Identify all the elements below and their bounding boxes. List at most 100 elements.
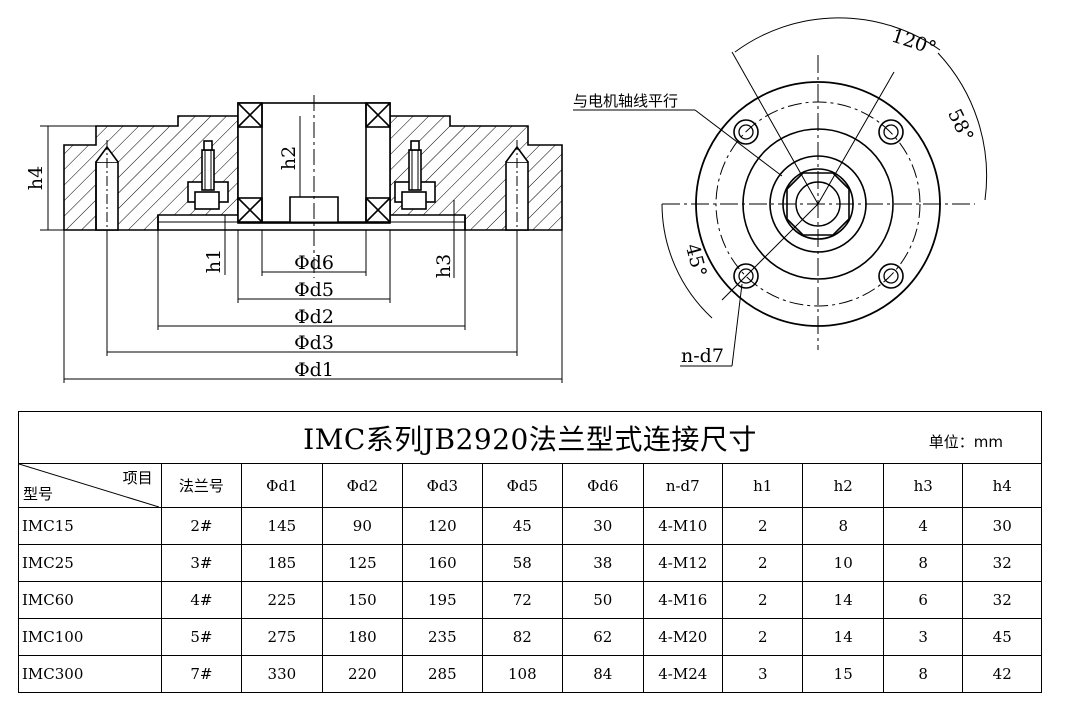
hole-callout: n-d7 xyxy=(681,345,724,367)
table-cell: 235 xyxy=(402,618,483,656)
corner-header: 项目 型号 xyxy=(18,463,162,508)
table-cell: 145 xyxy=(241,507,323,545)
table-title: IMC系列JB2920法兰型式连接尺寸 xyxy=(303,422,757,456)
label-d1: Φd1 xyxy=(294,359,334,381)
table-row: IMC100 5# 275 180 235 82 62 4-M20 2 14 3… xyxy=(18,618,1042,656)
front-view xyxy=(573,17,988,367)
table-cell: 32 xyxy=(962,581,1042,619)
table-cell: 4 xyxy=(882,507,964,545)
table-cell: 285 xyxy=(402,655,483,693)
table-cell: 30 xyxy=(962,507,1042,545)
header-d3: Φd3 xyxy=(402,463,483,508)
header-d6: Φd6 xyxy=(562,463,644,508)
table-cell: 45 xyxy=(962,618,1042,656)
table-cell: 2# xyxy=(160,507,243,545)
section-view xyxy=(63,95,563,278)
table-title-cell: IMC系列JB2920法兰型式连接尺寸 单位：mm xyxy=(18,411,1042,464)
table-cell: 3 xyxy=(882,618,964,656)
table-cell: 8 xyxy=(802,507,884,545)
label-h3: h3 xyxy=(433,254,455,278)
label-angle-58: 58° xyxy=(943,105,978,145)
table-cell: 330 xyxy=(241,655,323,693)
table-cell: 14 xyxy=(802,618,884,656)
table-cell: 3 xyxy=(721,655,804,693)
table-cell: 8 xyxy=(882,655,964,693)
table-cell: 4-M12 xyxy=(642,544,724,582)
label-d3: Φd3 xyxy=(294,332,334,354)
flange-spec-table: IMC系列JB2920法兰型式连接尺寸 单位：mm 项目 型号 法兰号 Φd1 … xyxy=(18,411,1042,693)
model-cell: IMC60 xyxy=(18,581,162,619)
header-h2: h2 xyxy=(802,463,884,508)
flange-drawing: h4 h2 h1 h3 Φd6 Φd5 Φd2 Φd3 Φd1 xyxy=(25,17,988,383)
table-cell: 82 xyxy=(481,618,564,656)
table-cell: 180 xyxy=(321,618,404,656)
table-cell: 4-M24 xyxy=(642,655,724,693)
table-cell: 125 xyxy=(321,544,404,582)
table-row: IMC15 2# 145 90 120 45 30 4-M10 2 8 4 30 xyxy=(18,507,1042,545)
header-flange-no: 法兰号 xyxy=(160,463,243,508)
table-cell: 15 xyxy=(802,655,884,693)
table-cell: 32 xyxy=(962,544,1042,582)
table-cell: 185 xyxy=(241,544,323,582)
table-row: IMC300 7# 330 220 285 108 84 4-M24 3 15 … xyxy=(18,655,1042,693)
table-cell: 4-M16 xyxy=(642,581,724,619)
table-cell: 50 xyxy=(562,581,644,619)
table-cell: 150 xyxy=(321,581,404,619)
table-cell: 3# xyxy=(160,544,243,582)
table-cell: 30 xyxy=(562,507,644,545)
label-h4: h4 xyxy=(25,166,47,190)
table-cell: 8 xyxy=(882,544,964,582)
section-dimensions xyxy=(40,116,563,383)
table-cell: 4-M20 xyxy=(642,618,724,656)
table-row: IMC60 4# 225 150 195 72 50 4-M16 2 14 6 … xyxy=(18,581,1042,619)
table-cell: 275 xyxy=(241,618,323,656)
label-d2: Φd2 xyxy=(294,306,334,328)
table-cell: 225 xyxy=(241,581,323,619)
model-cell: IMC300 xyxy=(18,655,162,693)
table-cell: 2 xyxy=(721,507,804,545)
table-cell: 4# xyxy=(160,581,243,619)
parallel-note: 与电机轴线平行 xyxy=(573,92,678,110)
table-cell: 90 xyxy=(321,507,404,545)
table-cell: 62 xyxy=(562,618,644,656)
header-h4: h4 xyxy=(962,463,1042,508)
header-h1: h1 xyxy=(721,463,804,508)
header-nd7: n-d7 xyxy=(642,463,724,508)
table-cell: 2 xyxy=(721,581,804,619)
corner-bottom-label: 型号 xyxy=(23,485,54,503)
table-cell: 5# xyxy=(160,618,243,656)
table-cell: 38 xyxy=(562,544,644,582)
header-d2: Φd2 xyxy=(321,463,404,508)
table-cell: 2 xyxy=(721,544,804,582)
label-angle-45: 45° xyxy=(681,241,711,279)
corner-top-label: 项目 xyxy=(122,469,153,487)
label-angle-120: 120° xyxy=(889,25,939,60)
model-cell: IMC25 xyxy=(18,544,162,582)
model-cell: IMC15 xyxy=(18,507,162,545)
table-row: IMC25 3# 185 125 160 58 38 4-M12 2 10 8 … xyxy=(18,544,1042,582)
table-cell: 4-M10 xyxy=(642,507,724,545)
table-cell: 72 xyxy=(481,581,564,619)
table-cell: 220 xyxy=(321,655,404,693)
table-cell: 84 xyxy=(562,655,644,693)
unit-label: 单位：mm xyxy=(928,433,1003,451)
model-cell: IMC100 xyxy=(18,618,162,656)
table-cell: 108 xyxy=(481,655,564,693)
header-row: 项目 型号 法兰号 Φd1 Φd2 Φd3 Φd5 Φd6 n-d7 h1 h2… xyxy=(18,463,1042,508)
header-h3: h3 xyxy=(882,463,964,508)
table-cell: 10 xyxy=(802,544,884,582)
label-d6: Φd6 xyxy=(294,252,334,274)
table-cell: 2 xyxy=(721,618,804,656)
table-cell: 195 xyxy=(402,581,483,619)
table-cell: 120 xyxy=(402,507,483,545)
table-cell: 6 xyxy=(882,581,964,619)
table-cell: 160 xyxy=(402,544,483,582)
table-cell: 42 xyxy=(962,655,1042,693)
label-d5: Φd5 xyxy=(294,279,334,301)
header-d5: Φd5 xyxy=(481,463,564,508)
table-cell: 45 xyxy=(481,507,564,545)
label-h1: h1 xyxy=(203,249,225,273)
label-h2: h2 xyxy=(278,146,300,170)
table-cell: 14 xyxy=(802,581,884,619)
table-cell: 7# xyxy=(160,655,243,693)
